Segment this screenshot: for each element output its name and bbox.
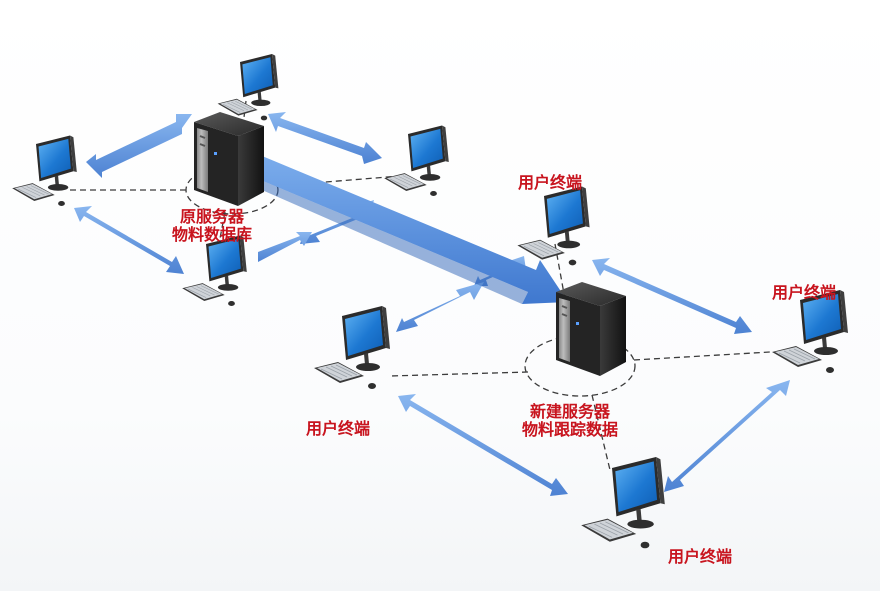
computer-monitor-icon	[516, 186, 591, 266]
terminal-label-bottom-middle: 用户终端	[306, 419, 371, 438]
computer-monitor-icon	[11, 135, 78, 207]
data-migration-arrow	[228, 146, 568, 304]
original-server-label-line2: 物料数据库	[172, 225, 253, 244]
computer-monitor-icon	[313, 305, 391, 390]
computer-monitor-icon	[771, 289, 849, 374]
new-server-tower	[555, 281, 627, 377]
new-server-label-line2: 物料跟踪数据	[522, 420, 619, 439]
original-server-tower	[193, 111, 265, 207]
new-server-label: 新建服务器 物料跟踪数据	[522, 403, 618, 439]
computer-monitor-icon	[580, 456, 666, 549]
terminal-label-bottom-right: 用户终端	[668, 547, 733, 566]
new-server-label-line1: 新建服务器	[530, 402, 611, 421]
original-server-label: 原服务器 物料数据库	[172, 208, 252, 244]
terminal-label-right: 用户终端	[772, 283, 837, 302]
terminal-label-upper-right-middle: 用户终端	[518, 173, 583, 192]
computer-monitor-icon	[383, 125, 450, 197]
double-arrow-icon	[74, 112, 790, 496]
computer-monitor-icon	[181, 235, 248, 307]
original-server-label-line1: 原服务器	[180, 207, 245, 226]
computer-monitor-icon	[217, 53, 279, 121]
